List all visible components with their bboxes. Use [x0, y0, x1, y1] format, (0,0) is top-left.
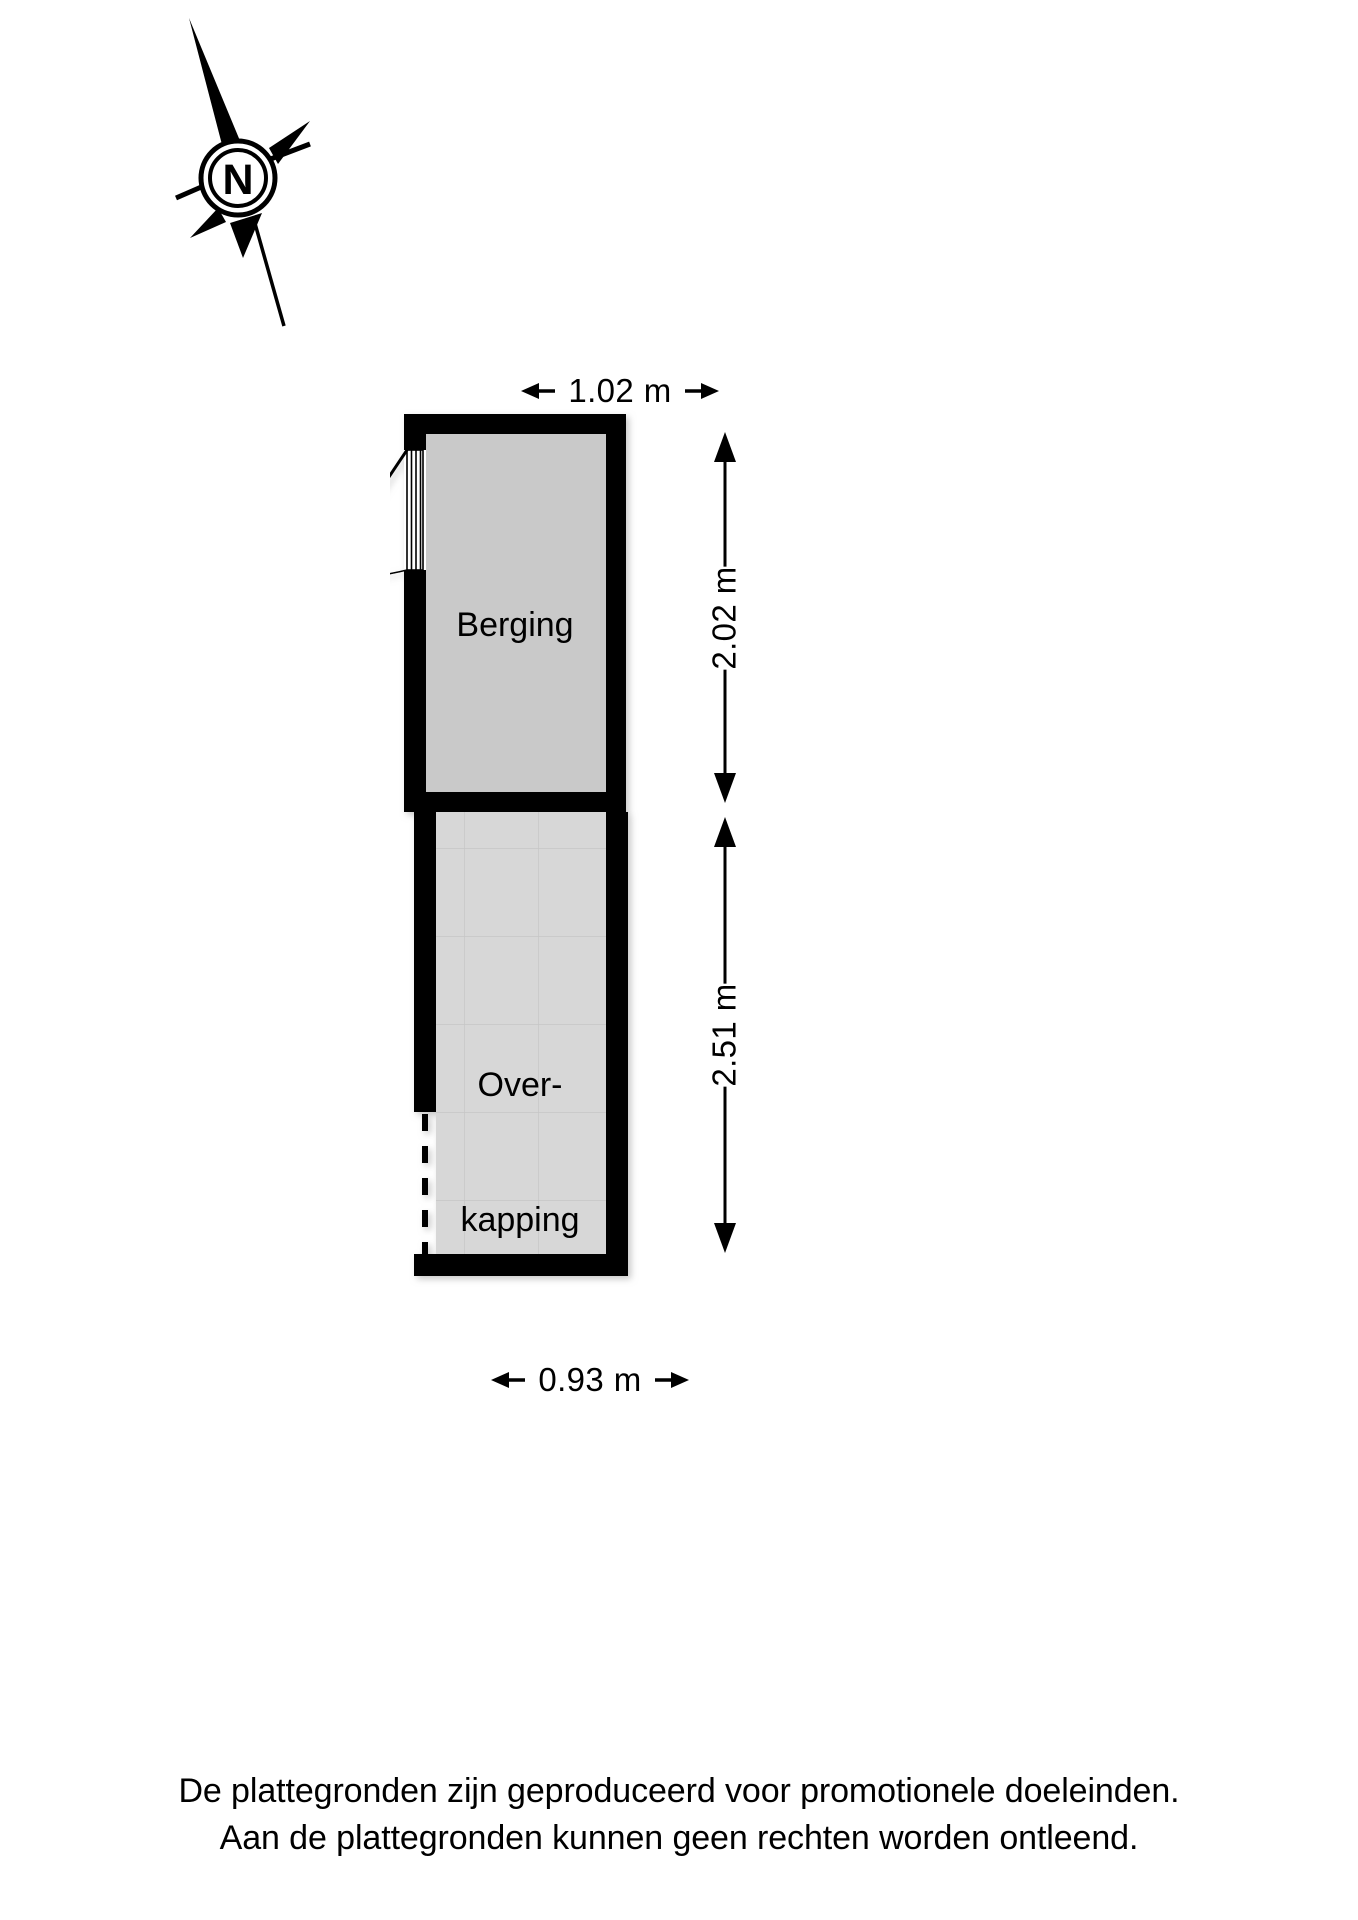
arrow-left-icon: [491, 1372, 526, 1388]
disclaimer-line-2: Aan de plattegronden kunnen geen rechten…: [219, 1819, 1139, 1857]
arrow-vertical-double-icon: [714, 817, 736, 1253]
room-label-overkapping-line2: kapping: [460, 1201, 580, 1239]
compass-rose: N: [150, 8, 340, 338]
room-label-berging: Berging: [456, 606, 574, 644]
dimension-top-label: 1.02 m: [568, 372, 672, 409]
compass-north-icon: N: [175, 18, 311, 327]
disclaimer-text: De plattegronden zijn geproduceerd voor …: [0, 1768, 1358, 1862]
arrow-left-icon: [521, 383, 556, 399]
compass-north-letter: N: [222, 156, 253, 204]
room-overkapping: [414, 812, 628, 1276]
dimension-top-width: 1.02 m: [430, 366, 810, 416]
floor-plan-drawing: Berging Over- kapping: [326, 408, 640, 1288]
dimension-right-upper: 2.02 m: [660, 430, 790, 805]
door-with-swing: [326, 436, 426, 584]
arrow-vertical-double-icon: [714, 432, 736, 803]
room-berging: [404, 414, 626, 812]
dimension-bottom-label: 0.93 m: [538, 1361, 642, 1398]
room-berging-floor: [426, 434, 606, 792]
disclaimer-line-1: De plattegronden zijn geproduceerd voor …: [178, 1772, 1180, 1810]
arrow-right-icon: [654, 1372, 689, 1388]
dimension-bottom-width: 0.93 m: [400, 1355, 780, 1405]
room-label-overkapping: Over- kapping: [410, 973, 630, 1333]
room-label-overkapping-line1: Over-: [477, 1066, 563, 1104]
arrow-right-icon: [684, 383, 719, 399]
room-overkapping-floor: [436, 812, 606, 1254]
dimension-right-lower: 2.51 m: [660, 815, 790, 1255]
